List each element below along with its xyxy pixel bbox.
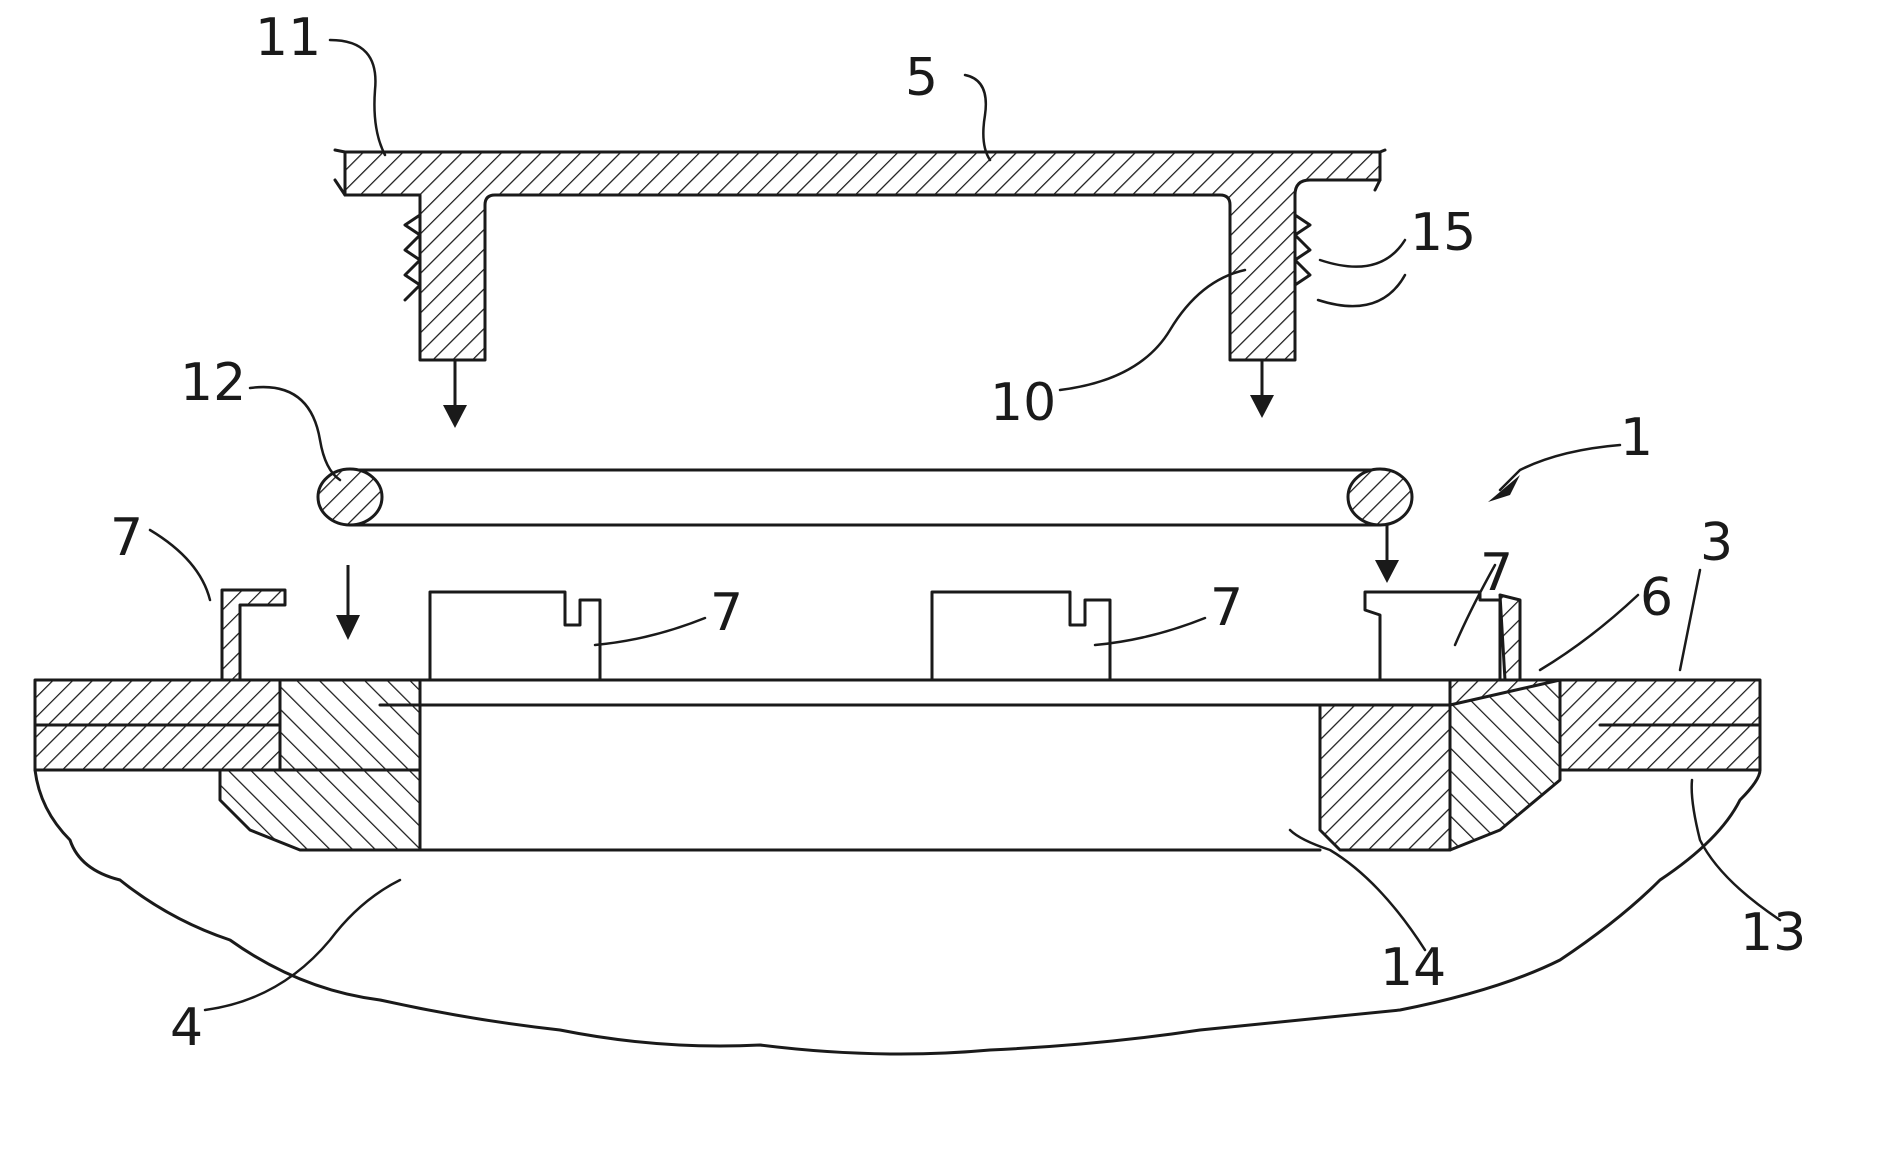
leader-12 [250,387,340,480]
arrow-head [443,405,467,428]
leader-3 [1680,570,1700,670]
leader-10 [1060,270,1245,390]
label-14: 14 [1380,938,1446,998]
label-7-left: 7 [110,508,143,568]
arrow-head [1375,560,1399,583]
o-ring-section-left [318,469,382,525]
plate-left-inner [280,680,420,770]
label-7-right: 7 [1480,543,1513,603]
leader-4 [205,880,400,1010]
leader-5 [965,75,990,160]
leader-15 [1318,240,1405,306]
clip-left [222,590,285,680]
leader-1-arrowhead [1488,475,1520,502]
cover-body [345,152,1380,360]
label-1: 1 [1620,408,1653,468]
arrow-head [1250,395,1274,418]
cover-part [335,150,1385,360]
label-13: 13 [1740,903,1806,963]
clip-middle-right [932,592,1110,680]
clip-right [1365,592,1500,680]
cover-thread-right [1295,215,1310,285]
label-7-mid-right: 7 [1210,578,1243,638]
housing-right [1320,705,1450,850]
housing-right-outer [1450,680,1560,850]
label-5: 5 [905,48,938,108]
clip-right-edge [1500,595,1520,680]
leader-13 [1692,780,1780,920]
leader-7b [595,618,705,645]
leader-11 [330,40,385,155]
label-10: 10 [990,373,1056,433]
label-6: 6 [1640,568,1673,628]
label-3: 3 [1700,513,1733,573]
leader-6 [1540,595,1638,670]
label-15: 15 [1410,203,1476,263]
housing-left [220,770,420,850]
o-ring [318,469,1412,525]
label-11: 11 [255,8,321,68]
arrow-head [336,615,360,640]
clip-middle-left [430,592,600,680]
clips [222,590,1520,680]
cover-arrows [443,360,1274,428]
leader-7a [150,530,210,600]
o-ring-section-right [1348,469,1412,525]
label-4: 4 [170,998,203,1058]
label-12: 12 [180,353,246,413]
leader-1 [1500,445,1620,490]
label-7-mid-left: 7 [710,583,743,643]
cover-thread-left [405,215,420,300]
